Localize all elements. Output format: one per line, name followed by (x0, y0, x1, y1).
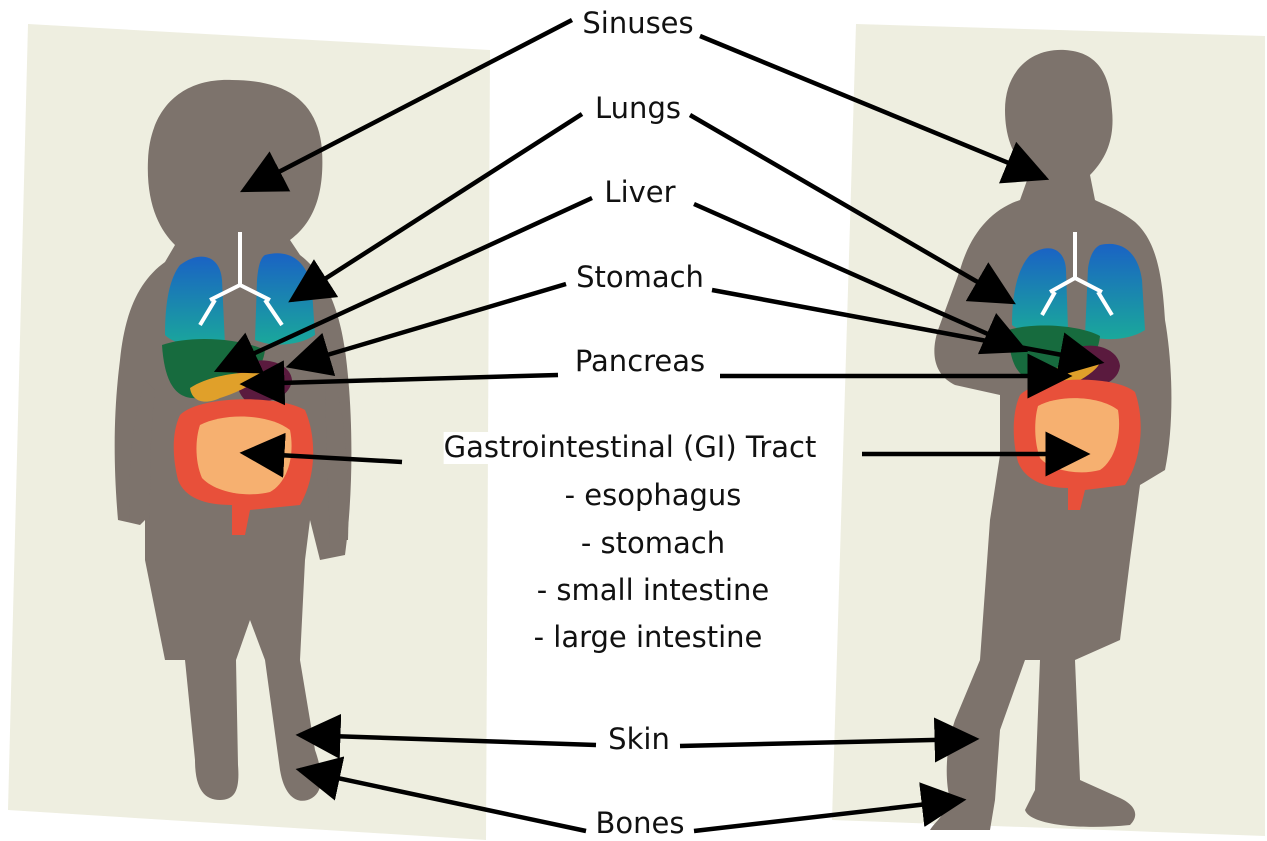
label-bones: Bones (596, 808, 685, 840)
gi-item-small-intestine: - small intestine (537, 575, 770, 607)
gi-item-esophagus: - esophagus (565, 480, 742, 512)
label-gi-tract: Gastrointestinal (GI) Tract (444, 432, 817, 464)
label-lungs: Lungs (595, 93, 681, 125)
label-skin: Skin (608, 724, 670, 756)
label-sinuses: Sinuses (582, 8, 693, 40)
label-pancreas: Pancreas (575, 346, 705, 378)
boy-small-intestine (1035, 398, 1119, 472)
gi-item-stomach: - stomach (581, 528, 725, 560)
gi-item-large-intestine: - large intestine (534, 622, 763, 654)
label-liver: Liver (604, 177, 675, 209)
label-stomach: Stomach (576, 262, 704, 294)
